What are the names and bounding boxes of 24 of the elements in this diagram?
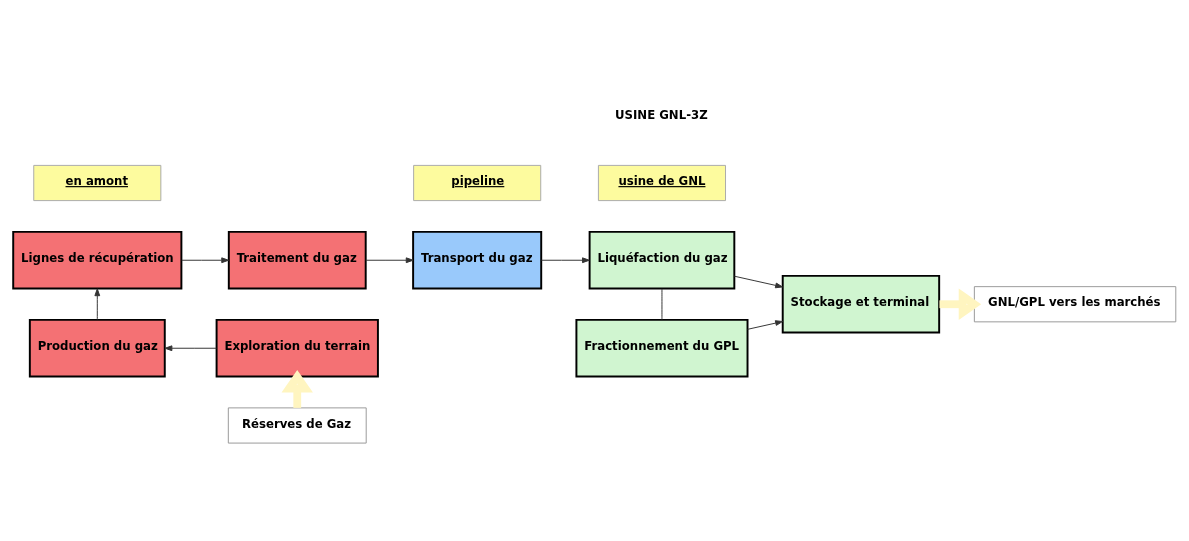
- node-box: Fractionnement du GPL: [575, 318, 749, 378]
- node-box: pipeline: [413, 164, 542, 201]
- node-box: Liquéfaction du gaz: [588, 230, 736, 290]
- node-box: Réserves de Gaz: [227, 406, 367, 444]
- node-box: usine de GNL: [597, 164, 726, 201]
- arrow: [733, 275, 783, 288]
- arrow: [281, 369, 313, 408]
- node-box: Traitement du gaz: [227, 230, 367, 290]
- arrow: [747, 319, 783, 330]
- node-box: Stockage et terminal: [781, 274, 941, 334]
- arrow: [181, 256, 230, 263]
- label: USINE GNL-3Z: [615, 107, 708, 122]
- arrow: [94, 287, 101, 320]
- node-box: en amont: [33, 164, 162, 201]
- arrow: [540, 256, 590, 263]
- node-box: Production du gaz: [28, 318, 166, 378]
- node-box: Lignes de récupération: [12, 230, 183, 290]
- arrow: [939, 288, 982, 320]
- arrow: [164, 344, 217, 351]
- node-box: GNL/GPL vers les marchés: [973, 285, 1177, 322]
- arrow: [365, 256, 414, 263]
- connector: [661, 287, 663, 320]
- node-box: Transport du gaz: [412, 230, 543, 290]
- node-box: Exploration du terrain: [215, 318, 379, 378]
